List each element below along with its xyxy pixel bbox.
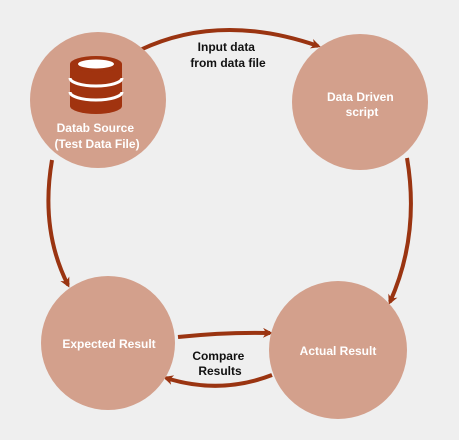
node-actual-result xyxy=(269,281,407,419)
actual-result-label: Actual Result xyxy=(300,344,377,358)
arrow-actual-to-expected xyxy=(163,373,273,388)
compare-results-label-line1: Compare xyxy=(192,349,244,363)
database-icon xyxy=(68,56,124,114)
data-driven-script-label: Data Driven script xyxy=(327,90,397,119)
compare-results-label-line2: Results xyxy=(198,364,242,378)
arrow-source-to-expected xyxy=(46,159,70,288)
input-data-label-line2: from data file xyxy=(190,56,266,70)
data-driven-script-label-line2: script xyxy=(346,105,379,119)
input-data-label: Input data from data file xyxy=(190,40,266,70)
arrow-script-to-actual xyxy=(388,157,413,305)
arrow-source-to-script xyxy=(139,28,321,52)
data-source-label-line1: Datab Source xyxy=(57,121,135,135)
node-data-driven-script xyxy=(292,34,428,170)
node-expected-result xyxy=(41,276,175,410)
compare-results-label: Compare Results xyxy=(192,349,247,378)
arrow-expected-to-actual xyxy=(177,327,273,339)
data-source-label-line2: (Test Data File) xyxy=(54,137,139,151)
data-source-label: Datab Source (Test Data File) xyxy=(54,121,139,151)
data-driven-script-label-line1: Data Driven xyxy=(327,90,394,104)
expected-result-label: Expected Result xyxy=(62,337,155,351)
input-data-label-line1: Input data xyxy=(198,40,256,54)
